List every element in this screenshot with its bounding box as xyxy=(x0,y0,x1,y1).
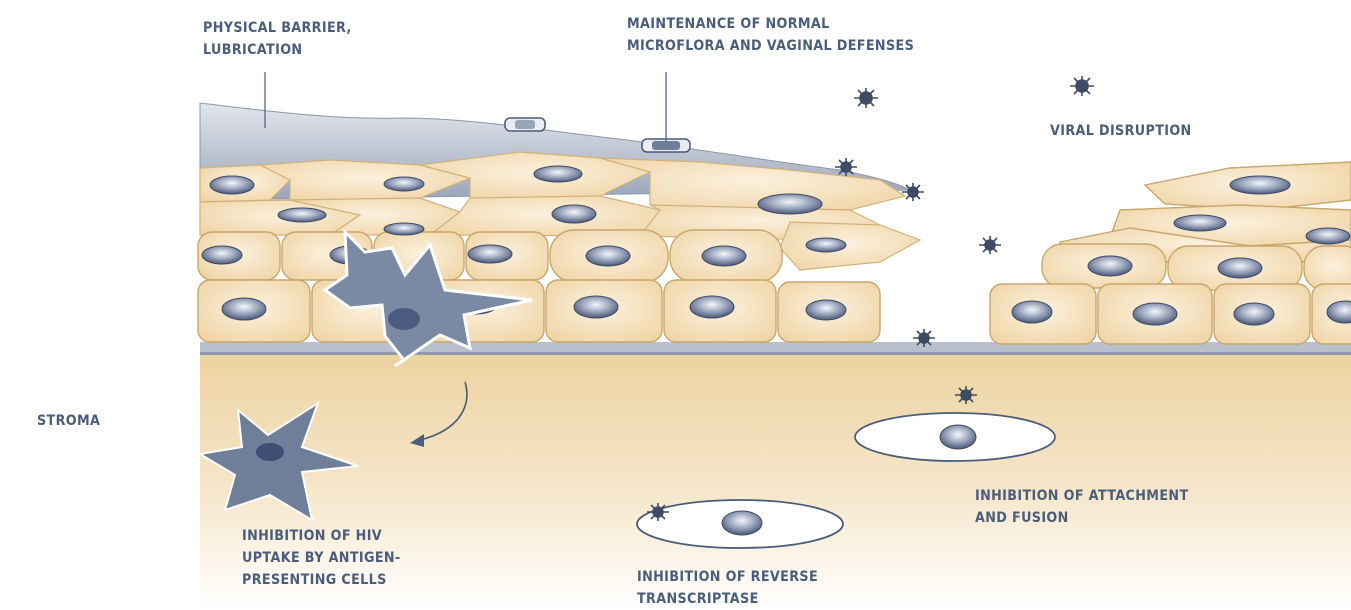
label-physical-barrier: PHYSICAL BARRIER, LUBRICATION xyxy=(203,17,352,61)
lymphocyte-icon xyxy=(855,413,1055,461)
label-viral-disruption: VIRAL DISRUPTION xyxy=(1050,120,1192,142)
label-inhibition-rt: INHIBITION OF REVERSE TRANSCRIPTASE xyxy=(637,566,818,610)
label-stroma: STROMA xyxy=(37,410,100,432)
label-inhibition-attachment: INHIBITION OF ATTACHMENT AND FUSION xyxy=(975,485,1189,529)
basal-cells-left xyxy=(198,230,880,342)
label-maintenance: MAINTENANCE OF NORMAL MICROFLORA AND VAG… xyxy=(627,13,914,57)
lymphocyte-icon xyxy=(637,500,843,548)
label-inhibition-hiv-uptake: INHIBITION OF HIV UPTAKE BY ANTIGEN- PRE… xyxy=(242,525,401,591)
